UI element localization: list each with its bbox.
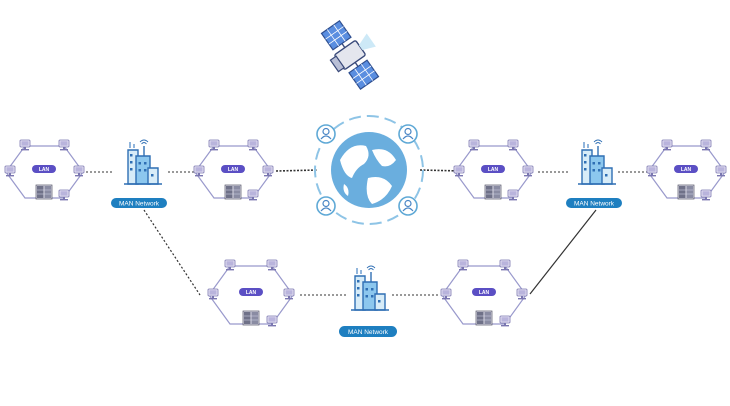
lan-badge-label: LAN	[479, 290, 490, 296]
man-network-2: MAN Network	[566, 139, 622, 208]
computer-icon	[73, 165, 85, 177]
computer-icon	[646, 165, 658, 177]
lan-cluster-3: LAN	[453, 139, 534, 201]
lan-badge-label: LAN	[246, 290, 257, 296]
globe-orbit-ring	[314, 115, 424, 225]
lan-badge	[32, 165, 56, 173]
server-rack-icon	[242, 310, 260, 326]
computer-icon	[507, 139, 519, 151]
computer-icon	[247, 189, 259, 201]
computer-icon	[247, 139, 259, 151]
lan-cluster-1: LAN	[4, 139, 85, 201]
office-building-icon	[350, 265, 390, 311]
man-badge	[111, 198, 167, 208]
computer-icon	[207, 288, 219, 300]
lan-badge	[481, 165, 505, 173]
computer-icon	[208, 139, 220, 151]
computer-icon	[58, 139, 70, 151]
satellite-icon	[320, 20, 380, 90]
lan-badge-label: LAN	[228, 167, 239, 173]
computer-icon	[700, 189, 712, 201]
computer-icon	[468, 139, 480, 151]
computer-icon	[457, 259, 469, 271]
computer-icon	[4, 165, 16, 177]
computer-icon	[19, 139, 31, 151]
lan-cluster-4: LAN	[646, 139, 727, 201]
lan-cluster-6: LAN	[440, 259, 528, 327]
man-badge	[566, 198, 622, 208]
man-network-1: MAN Network	[111, 139, 167, 208]
man-badge-label: MAN Network	[119, 201, 160, 208]
user-icon	[398, 196, 418, 216]
lan-badge-label: LAN	[681, 167, 692, 173]
man-badge	[339, 326, 397, 337]
server-rack-icon	[224, 184, 242, 200]
computer-icon	[283, 288, 295, 300]
man-badge-label: MAN Network	[574, 201, 615, 208]
server-rack-icon	[35, 184, 53, 200]
lan-badge-label: LAN	[488, 167, 499, 173]
computer-icon	[440, 288, 452, 300]
office-building-icon	[123, 139, 163, 185]
computer-icon	[516, 288, 528, 300]
computer-icon	[266, 259, 278, 271]
lan-badge	[239, 288, 263, 296]
computer-icon	[453, 165, 465, 177]
computer-icon	[507, 189, 519, 201]
computer-icon	[522, 165, 534, 177]
link-lan2-globe	[275, 169, 319, 172]
user-icon	[316, 196, 336, 216]
computer-icon	[700, 139, 712, 151]
lan-cluster-2: LAN	[193, 139, 274, 201]
lan-badge	[472, 288, 496, 296]
computer-icon	[224, 259, 236, 271]
computer-icon	[193, 165, 205, 177]
user-icon	[398, 124, 418, 144]
server-rack-icon	[484, 184, 502, 200]
links	[86, 169, 648, 296]
server-rack-icon	[475, 310, 493, 326]
computer-icon	[661, 139, 673, 151]
user-icon	[316, 124, 336, 144]
globe-cluster	[314, 115, 424, 225]
globe-icon	[331, 132, 407, 208]
lan-cluster-5: LAN	[207, 259, 295, 327]
office-building-icon	[577, 139, 617, 185]
link-man1-lan5	[143, 209, 201, 296]
link-man2-lan6	[529, 209, 597, 295]
man-network-3: MAN Network	[339, 265, 397, 337]
computer-icon	[499, 259, 511, 271]
server-rack-icon	[677, 184, 695, 200]
computer-icon	[266, 315, 278, 327]
computer-icon	[262, 165, 274, 177]
lan-badge-label: LAN	[39, 167, 50, 173]
computer-icon	[58, 189, 70, 201]
lan-badge	[221, 165, 245, 173]
lan-badge	[674, 165, 698, 173]
computer-icon	[715, 165, 727, 177]
man-badge-label: MAN Network	[348, 329, 389, 336]
computer-icon	[499, 315, 511, 327]
